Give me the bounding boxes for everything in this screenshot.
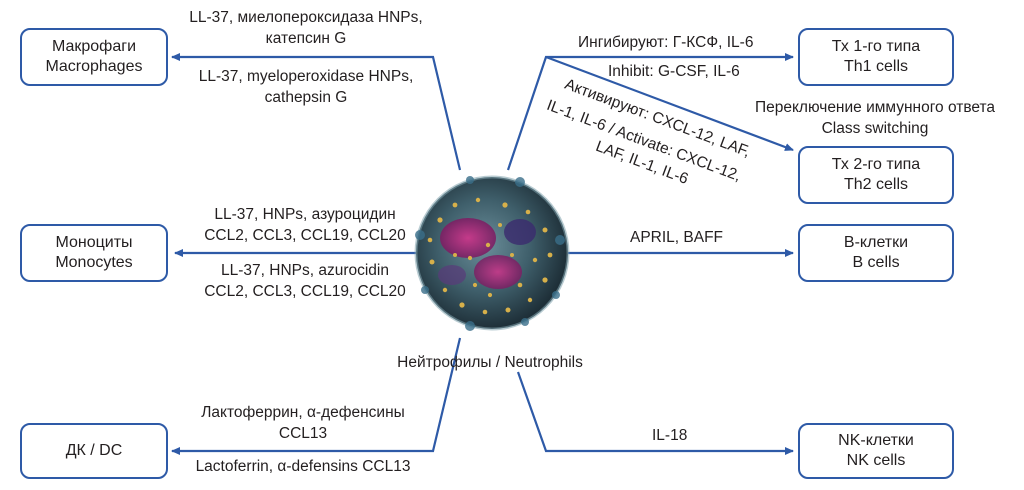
nkcells-label-ru: NK-клетки bbox=[838, 432, 914, 449]
macrophages-edge-ru-line1: LL-37, миелопероксидаза HNPs, bbox=[189, 9, 423, 26]
macrophages-edge-label-ru: LL-37, миелопероксидаза HNPs, катепсин G bbox=[186, 7, 426, 49]
monocytes-edge-en-line2: CCL2, CCL3, CCL19, CCL20 bbox=[204, 283, 406, 300]
bcells-edge-label: APRIL, BAFF bbox=[630, 229, 724, 246]
dc-edge-ru-line1: Лактоферрин, α-дефенсины bbox=[201, 404, 405, 421]
bcells-label-en: B cells bbox=[852, 254, 900, 271]
neutrophil-cell-illustration bbox=[414, 175, 570, 331]
monocytes-edge-label-ru: LL-37, HNPs, азуроцидин CCL2, CCL3, CCL1… bbox=[190, 204, 420, 246]
th1-edge-label-en: Inhibit: G-CSF, IL-6 bbox=[608, 63, 740, 80]
bcells-box: B-клетки B cells bbox=[798, 224, 954, 282]
monocytes-label-ru: Моноциты bbox=[55, 234, 133, 251]
dc-edge-en-line1: Lactoferrin, α-defensins CCL13 bbox=[195, 458, 411, 475]
arrow-to-nkcells bbox=[516, 371, 794, 455]
monocytes-label-en: Monocytes bbox=[55, 254, 133, 271]
monocytes-edge-ru-line1: LL-37, HNPs, азуроцидин bbox=[214, 206, 396, 223]
dc-edge-label-ru: Лактоферрин, α-дефенсины CCL13 bbox=[178, 402, 428, 444]
dc-edge-label-en: Lactoferrin, α-defensins CCL13 bbox=[172, 456, 434, 477]
arrow-to-dc bbox=[171, 337, 462, 455]
th1-label-en: Th1 cells bbox=[843, 58, 909, 75]
monocytes-edge-label-en: LL-37, HNPs, azurocidin CCL2, CCL3, CCL1… bbox=[190, 260, 420, 302]
macrophages-edge-en-line2: cathepsin G bbox=[264, 89, 348, 106]
th1-box: Тх 1-го типа Th1 cells bbox=[798, 28, 954, 86]
macrophages-box: Макрофаги Macrophages bbox=[20, 28, 168, 86]
dc-box: ДК / DC bbox=[20, 423, 168, 479]
class-switching-ru: Переключение иммунного ответа bbox=[754, 99, 996, 116]
class-switching-en: Class switching bbox=[821, 120, 929, 137]
macrophages-label-ru: Макрофаги bbox=[51, 38, 137, 55]
th2-label-en: Th2 cells bbox=[843, 176, 909, 193]
th1-edge-label-ru: Ингибируют: Г-КСФ, IL-6 bbox=[578, 34, 754, 51]
nkcells-edge-label: IL-18 bbox=[652, 427, 688, 444]
nkcells-box: NK-клетки NK cells bbox=[798, 423, 954, 479]
macrophages-edge-en-line1: LL-37, myeloperoxidase HNPs, bbox=[198, 68, 414, 85]
neutrophils-label: Нейтрофилы / Neutrophils bbox=[397, 354, 583, 371]
monocytes-box: Моноциты Monocytes bbox=[20, 224, 168, 282]
th2-label-ru: Тх 2-го типа bbox=[831, 156, 921, 173]
monocytes-edge-ru-line2: CCL2, CCL3, CCL19, CCL20 bbox=[204, 227, 406, 244]
class-switching-label: Переключение иммунного ответа Class swit… bbox=[730, 97, 1020, 139]
arrow-to-macrophages bbox=[171, 53, 462, 171]
bcells-label-ru: B-клетки bbox=[843, 234, 909, 251]
th1-label-ru: Тх 1-го типа bbox=[831, 38, 921, 55]
nkcells-label-en: NK cells bbox=[846, 452, 906, 469]
dc-edge-ru-line2: CCL13 bbox=[278, 425, 328, 442]
th2-box: Тх 2-го типа Th2 cells bbox=[798, 146, 954, 204]
macrophages-edge-ru-line2: катепсин G bbox=[265, 30, 347, 47]
macrophages-edge-label-en: LL-37, myeloperoxidase HNPs, cathepsin G bbox=[186, 66, 426, 108]
dc-label: ДК / DC bbox=[65, 442, 123, 459]
macrophages-label-en: Macrophages bbox=[45, 58, 143, 75]
monocytes-edge-en-line1: LL-37, HNPs, azurocidin bbox=[221, 262, 389, 279]
arrow-to-th2 bbox=[545, 55, 794, 152]
